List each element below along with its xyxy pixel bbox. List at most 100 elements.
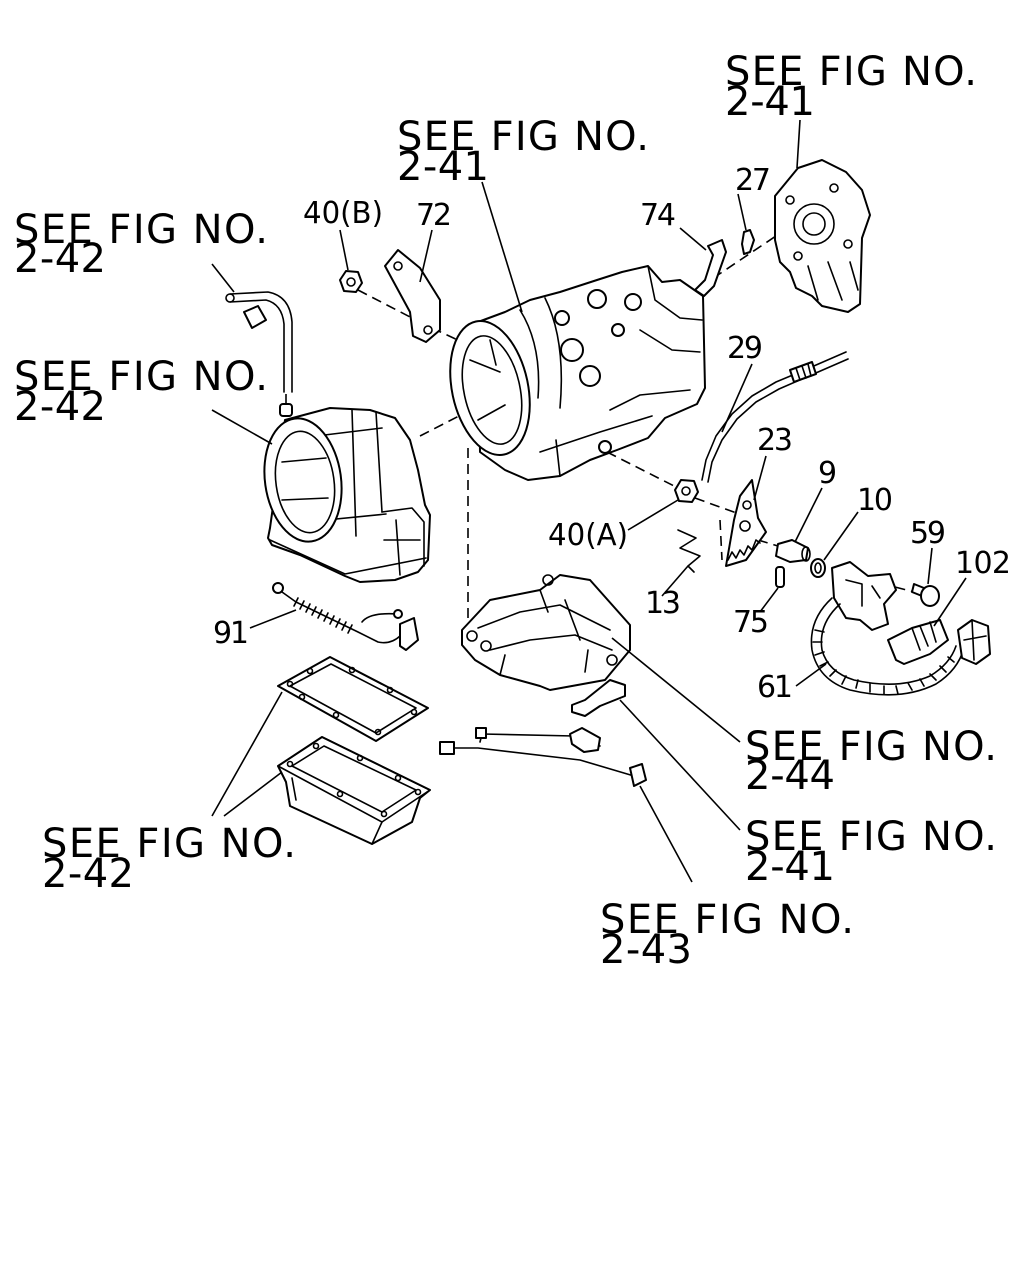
- lever-23-hole: [739, 520, 751, 532]
- see-fig-number: 2-42: [14, 236, 106, 282]
- reference-transmission-case: SEE FIG NO. 2-41: [397, 114, 649, 190]
- leader-line: [627, 499, 679, 531]
- case-boss: [611, 323, 625, 337]
- bolt-hole: [356, 754, 364, 762]
- lever-23-outline: [725, 479, 767, 567]
- leader-line: [753, 455, 767, 501]
- leader-line: [249, 609, 297, 629]
- case-rib: [519, 309, 540, 399]
- leader-lines: [211, 119, 967, 883]
- callout-23: 23: [757, 423, 793, 458]
- case-rib: [539, 415, 653, 453]
- reference-valve-body: SEE FIG NO. 2-44: [745, 724, 997, 799]
- pipe-drawing: [225, 291, 293, 393]
- callout-40b: 40(B): [303, 196, 383, 231]
- bolt-hole: [348, 666, 356, 674]
- bolt-hole: [785, 195, 795, 205]
- harness-sensor: [569, 727, 601, 753]
- callout-74: 74: [640, 198, 676, 233]
- dash-lever23-to-part9: [757, 539, 779, 547]
- see-fig-label: SEE FIG NO.: [600, 897, 854, 943]
- reference-oil-pan: SEE FIG NO. 2-42: [42, 821, 296, 897]
- callout-13: 13: [645, 586, 681, 621]
- part-9-end: [801, 546, 811, 562]
- reference-harness: SEE FIG NO. 2-43: [600, 897, 854, 973]
- harness-61-tube: [810, 597, 965, 696]
- lever-23-teeth: [727, 539, 761, 561]
- harness-2-43-drawing: [439, 727, 647, 787]
- leader-line: [679, 227, 707, 251]
- pin-75-body: [775, 566, 785, 588]
- detent-bracket-drawing: [571, 679, 626, 717]
- case-boss: [560, 338, 584, 362]
- housing-inner-ring: [274, 430, 336, 534]
- bolt-hole: [336, 790, 344, 798]
- housing-mount: [381, 507, 425, 576]
- callout-72: 72: [416, 198, 452, 233]
- leader-line: [223, 771, 283, 817]
- harness-plug: [475, 727, 487, 739]
- see-fig-number: 2-42: [14, 384, 106, 430]
- callout-10: 10: [857, 483, 893, 518]
- cable-29-thread: [795, 363, 812, 381]
- nut-40b-hex: [339, 270, 363, 293]
- end-connector-detail: [963, 619, 987, 661]
- case-rib: [639, 329, 701, 353]
- callout-29: 29: [727, 331, 763, 366]
- detent-bracket-outline: [571, 679, 626, 717]
- bracket-72-outline: [384, 249, 441, 343]
- valve-body-bore: [480, 640, 492, 652]
- case-drain-port: [598, 440, 612, 454]
- leader-line: [639, 785, 693, 883]
- see-fig-label: SEE FIG NO.: [42, 821, 296, 867]
- dowel-body: [279, 403, 293, 417]
- harness-61-tube: [820, 603, 957, 685]
- leader-line: [933, 577, 967, 627]
- harness-connector: [439, 741, 455, 755]
- harness-end-connector: [629, 763, 647, 787]
- pin-75-drawing: [775, 566, 785, 588]
- cable-29-drawing: [701, 351, 849, 483]
- ring-10-drawing: [810, 558, 826, 578]
- see-fig-number: 2-43: [600, 927, 692, 973]
- case-rib: [555, 439, 561, 477]
- callout-40a: 40(A): [548, 518, 628, 553]
- bolt-hole: [386, 686, 394, 694]
- lever-74-drawing: [694, 239, 727, 297]
- case-rib: [647, 265, 703, 321]
- nut-40a-bore: [681, 486, 691, 496]
- harness-91-wire: [361, 612, 399, 623]
- valve-body-channels: [477, 589, 613, 676]
- valve-body-bore: [466, 630, 478, 642]
- leader-line: [211, 409, 273, 445]
- converter-housing-drawing: [263, 407, 431, 583]
- screw-59-drawing: [911, 583, 940, 607]
- see-fig-label: SEE FIG NO.: [725, 49, 977, 95]
- leader-line: [211, 263, 235, 293]
- housing-rib: [351, 409, 357, 537]
- see-fig-number: 2-42: [42, 851, 134, 897]
- part-9-drawing: [775, 539, 811, 563]
- transmission-case-drawing: [449, 265, 706, 481]
- oil-pan-gasket-drawing: [277, 656, 429, 742]
- harness-91-wire: [281, 591, 409, 644]
- reference-pipe: SEE FIG NO. 2-42: [14, 207, 268, 282]
- oil-pan-edge: [291, 777, 383, 845]
- gasket-outline: [277, 656, 429, 742]
- dash-nut40a-to-lever23: [694, 497, 743, 516]
- bolt-hole: [374, 728, 382, 736]
- case-boss: [624, 293, 642, 311]
- spring-13-drawing: [677, 529, 701, 573]
- bracket-72-hole: [393, 261, 403, 271]
- callout-61: 61: [757, 670, 793, 705]
- case-boss: [587, 289, 607, 309]
- see-fig-label: SEE FIG NO.: [14, 354, 268, 400]
- see-fig-number: 2-41: [745, 844, 835, 890]
- ring-10-outer: [810, 558, 826, 578]
- part-9-body: [775, 539, 809, 563]
- callout-27: 27: [735, 163, 771, 198]
- see-fig-label: SEE FIG NO.: [745, 724, 997, 770]
- leader-line: [796, 119, 801, 169]
- case-rib: [609, 389, 691, 411]
